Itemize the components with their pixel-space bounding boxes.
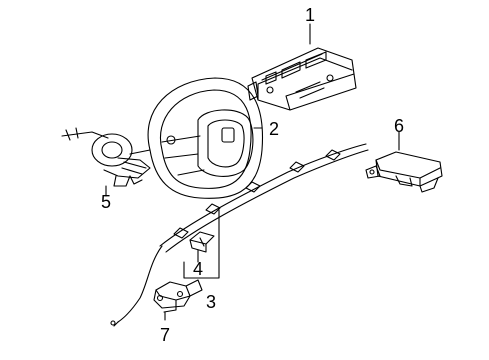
callout-1: 1	[304, 5, 315, 25]
callout-5: 5	[100, 192, 111, 212]
steering-wheel	[147, 77, 264, 199]
callout-3: 3	[205, 292, 216, 312]
callout-4: 4	[192, 259, 203, 279]
passenger-airbag-module	[247, 47, 357, 111]
leader-lines	[105, 23, 400, 321]
clockspring	[61, 127, 151, 187]
callout-6: 6	[393, 116, 404, 136]
callout-2: 2	[268, 119, 279, 139]
airbag-bracket	[189, 231, 215, 253]
roof-rail-airbag	[110, 143, 369, 327]
callout-7: 7	[159, 325, 170, 345]
inflator-module	[153, 279, 203, 313]
sensing-module	[365, 151, 443, 193]
